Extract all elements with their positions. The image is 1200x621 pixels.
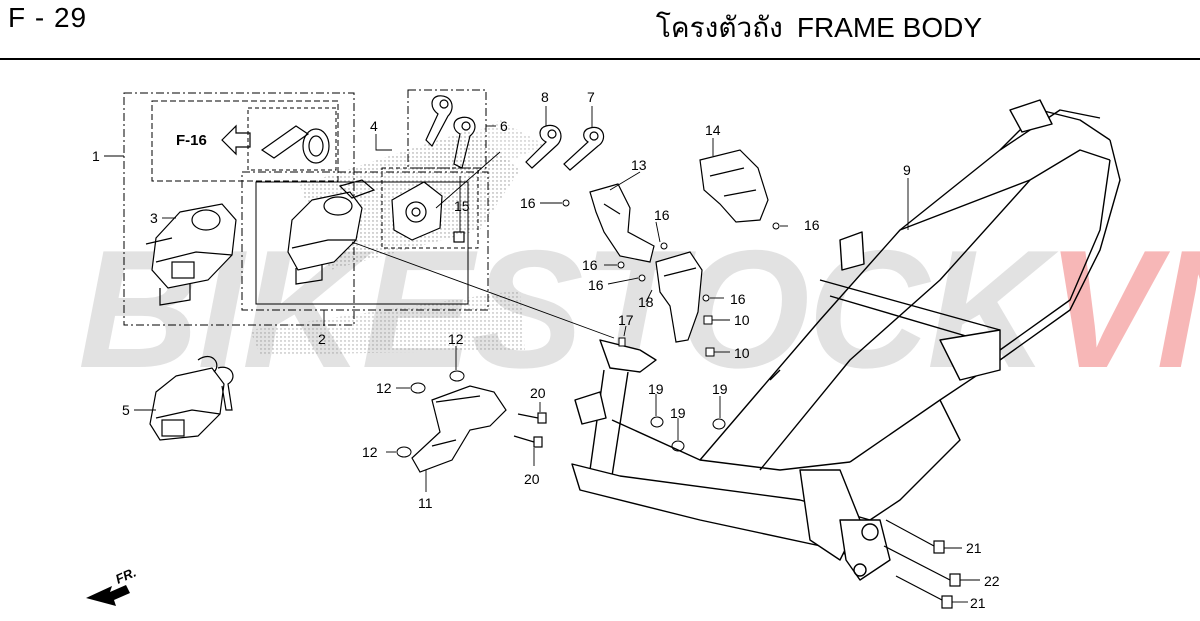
- callout-4: 4: [370, 118, 378, 134]
- group-box-cap: [381, 167, 479, 249]
- group-box-2: [241, 171, 489, 311]
- callout-21-a: 21: [966, 540, 982, 556]
- header-rule: [0, 58, 1200, 60]
- page-code: F - 29: [8, 2, 88, 33]
- callout-8: 8: [541, 89, 549, 105]
- callout-16-e: 16: [730, 291, 746, 307]
- callout-20-b: 20: [524, 471, 540, 487]
- washer-12-b: [449, 370, 465, 382]
- callout-10-a: 10: [734, 312, 750, 328]
- callout-16-f: 16: [804, 217, 820, 233]
- group-box-2-inner: [255, 181, 469, 305]
- group-box-f16: [151, 100, 339, 182]
- key-blank-part-7: [563, 126, 605, 171]
- callout-13: 13: [631, 157, 647, 173]
- washer-12-a: [410, 382, 426, 394]
- front-direction-arrow-icon: FR.: [86, 565, 138, 606]
- title-thai: โครงตัวถัง: [655, 12, 783, 43]
- group-box-inner-cylinder: [247, 107, 337, 171]
- callout-7: 7: [587, 89, 595, 105]
- stipple-shade-3: [420, 120, 545, 180]
- reference-arrow-icon: [221, 124, 251, 156]
- bracket-part-18: [655, 251, 703, 343]
- callout-16-b: 16: [654, 207, 670, 223]
- ignition-switch-part-3: [145, 203, 237, 306]
- callout-16-a: 16: [520, 195, 536, 211]
- callout-10-b: 10: [734, 345, 750, 361]
- callout-9-label: 9: [903, 162, 911, 178]
- title-english: FRAME BODY: [796, 12, 982, 43]
- callout-3: 3: [150, 210, 158, 226]
- frame-body-part-9: [571, 99, 1121, 581]
- callout-17: 17: [618, 312, 634, 328]
- callout-18: 18: [638, 294, 654, 310]
- callout-11: 11: [418, 495, 433, 511]
- group-box-1: [123, 92, 355, 326]
- callout-1: 1: [92, 148, 100, 164]
- callout-14: 14: [705, 122, 721, 138]
- long-bolts-21-22: [883, 519, 961, 609]
- nut-19-a: [650, 416, 664, 428]
- bracket-part-11: [411, 385, 507, 473]
- reference-label: F-16: [176, 132, 207, 149]
- callout-12-b: 12: [376, 380, 392, 396]
- callout-6: 6: [500, 118, 508, 134]
- nut-19-c: [712, 418, 726, 430]
- ignition-switch-part-2: [287, 179, 376, 285]
- bracket-part-13: [589, 183, 655, 263]
- seat-lock-cap: [391, 181, 465, 243]
- callout-16-d: 16: [588, 277, 604, 293]
- callout-20-a: 20: [530, 385, 546, 401]
- key-blank-part-8: [525, 124, 562, 169]
- lock-cylinder-icon: [260, 125, 330, 164]
- callout-21-b: 21: [970, 595, 986, 611]
- front-direction-label: FR.: [113, 565, 138, 587]
- callout-16-c: 16: [582, 257, 598, 273]
- page-title: โครงตัวถัง FRAME BODY: [656, 6, 982, 50]
- callout-19-a: 19: [648, 381, 664, 397]
- leader-lines: [104, 106, 980, 603]
- callout-22: 22: [984, 573, 1000, 589]
- callout-15: 15: [454, 198, 470, 214]
- key-set-part-6: [425, 95, 476, 169]
- callout-19-b: 19: [670, 405, 686, 421]
- callout-19-c: 19: [712, 381, 728, 397]
- callout-12-a: 12: [448, 331, 464, 347]
- washer-12-c: [396, 446, 412, 458]
- callout-2: 2: [318, 331, 326, 347]
- callout-5: 5: [122, 402, 130, 418]
- bracket-part-14: [699, 149, 769, 223]
- bolt-part-20: [513, 412, 547, 448]
- ignition-switch-part-5: [149, 355, 234, 441]
- stipple-shade-2: [250, 290, 525, 355]
- callout-12-c: 12: [362, 444, 378, 460]
